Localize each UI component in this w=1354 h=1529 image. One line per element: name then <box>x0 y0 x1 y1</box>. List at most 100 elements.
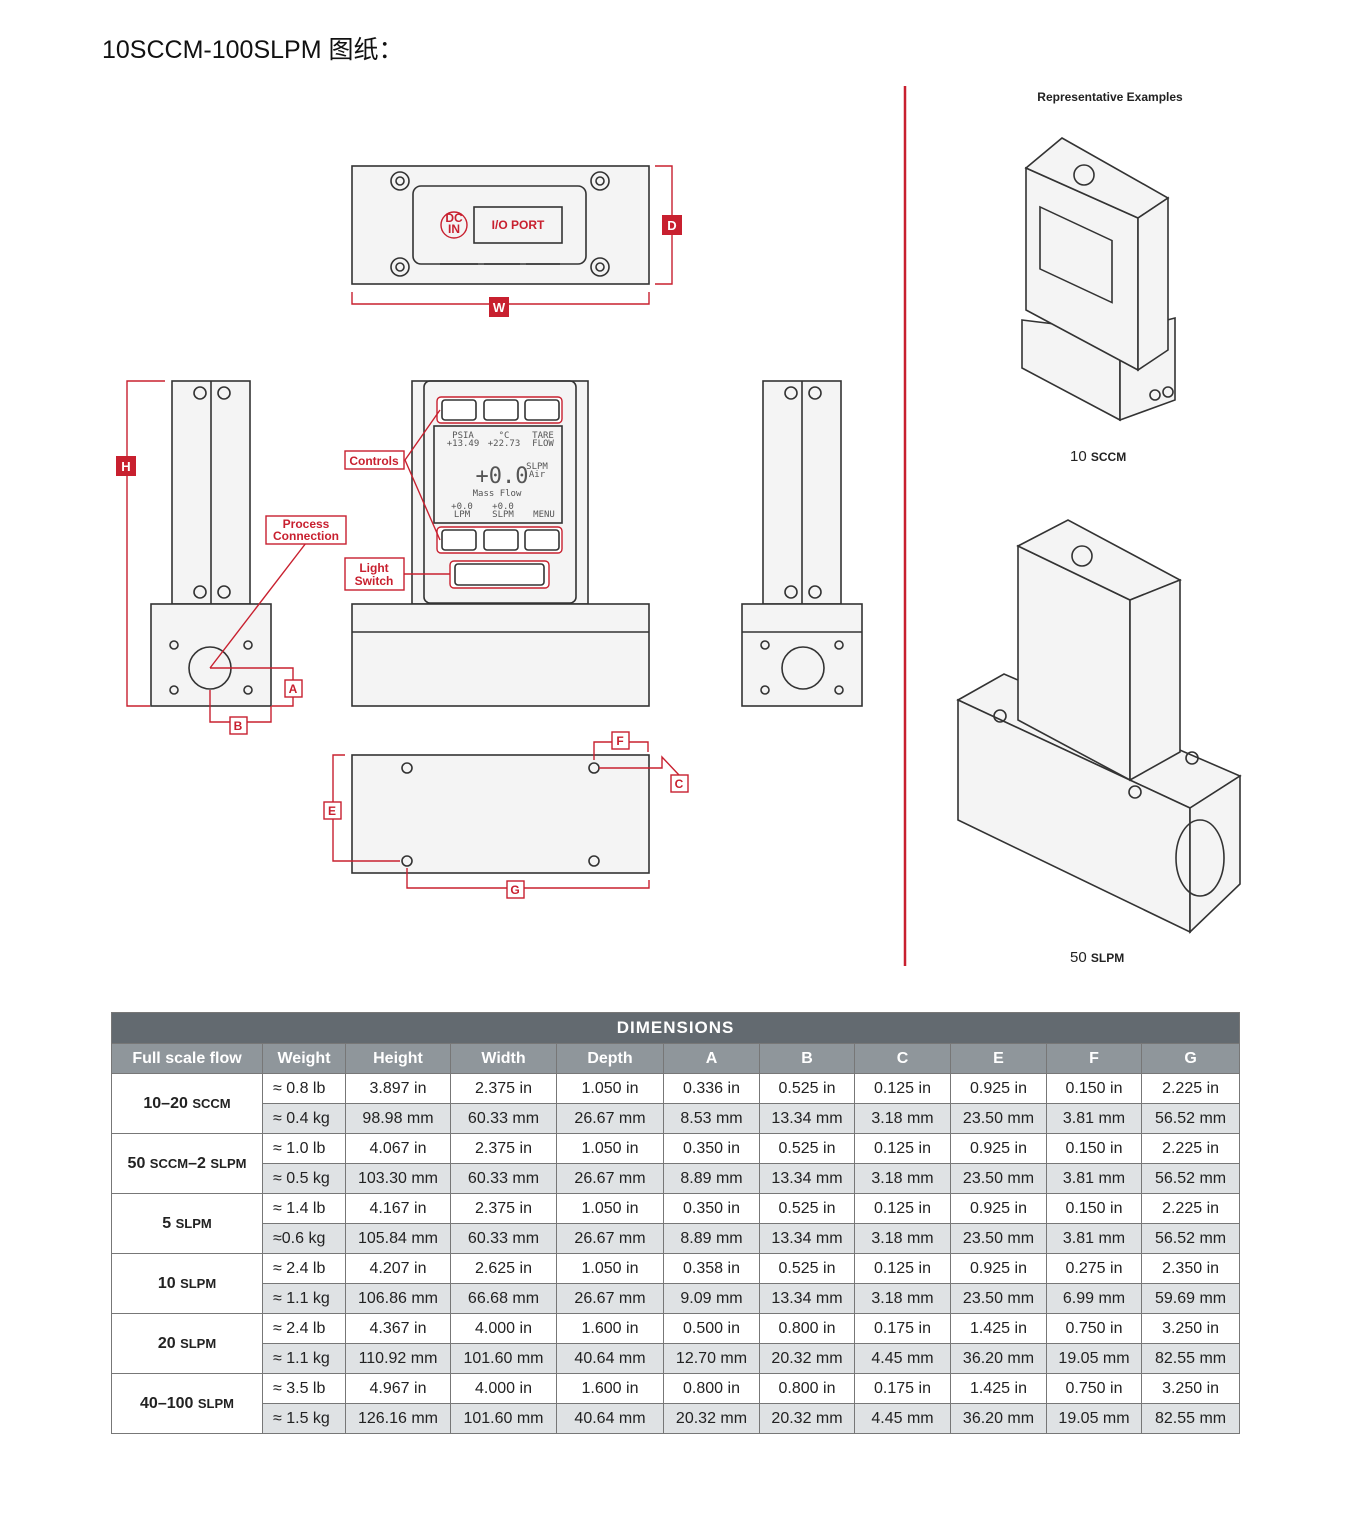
table-cell: 0.525 in <box>759 1073 855 1104</box>
flow-cell: 5 SLPM <box>111 1193 263 1254</box>
svg-text:+0.0: +0.0 <box>476 464 529 489</box>
flow-text: SLPM <box>180 1275 217 1291</box>
svg-text:C: C <box>675 777 684 791</box>
side-view-right <box>741 380 863 707</box>
front-view: PSIA +13.49 °C +22.73 TARE FLOW +0.0 SLP… <box>344 380 650 707</box>
top-view: DC IN I/O PORT D W <box>351 165 682 317</box>
table-cell: 3.81 mm <box>1046 1223 1142 1254</box>
table-cell: 0.925 in <box>950 1253 1047 1284</box>
flow-cell: 50 SCCM–2 SLPM <box>111 1133 263 1194</box>
table-cell: 0.800 in <box>759 1313 855 1344</box>
svg-text:F: F <box>616 734 623 748</box>
io-port-label: I/O PORT <box>492 218 545 232</box>
column-header: G <box>1140 1043 1241 1074</box>
table-cell: 6.99 mm <box>1046 1283 1142 1314</box>
table-cell: ≈ 3.5 lb <box>262 1373 346 1404</box>
table-cell: 3.18 mm <box>854 1163 951 1194</box>
table-cell: 0.150 in <box>1046 1073 1142 1104</box>
flow-text: 40–100 <box>140 1394 194 1412</box>
svg-text:°C: °C <box>499 431 510 441</box>
table-cell: 106.86 mm <box>345 1283 451 1314</box>
table-cell: ≈ 2.4 lb <box>262 1253 346 1284</box>
table-cell: 105.84 mm <box>345 1223 451 1254</box>
table-cell: 4.000 in <box>450 1313 557 1344</box>
table-cell: 4.967 in <box>345 1373 451 1404</box>
table-title: DIMENSIONS <box>110 1012 1241 1044</box>
side-view-left: H A B Process Connection <box>116 380 347 735</box>
table-cell: 66.68 mm <box>450 1283 557 1314</box>
svg-text:H: H <box>121 459 130 474</box>
table-cell: 20.32 mm <box>759 1343 855 1374</box>
table-cell: 0.925 in <box>950 1133 1047 1164</box>
in-label: IN <box>448 222 460 236</box>
table-cell: 3.81 mm <box>1046 1163 1142 1194</box>
svg-text:MENU: MENU <box>533 510 555 520</box>
table-cell: 60.33 mm <box>450 1103 557 1134</box>
table-cell: 0.350 in <box>663 1193 760 1224</box>
svg-text:LPM: LPM <box>454 510 471 520</box>
table-cell: 8.89 mm <box>663 1163 760 1194</box>
table-cell: 9.09 mm <box>663 1283 760 1314</box>
column-header: F <box>1046 1043 1142 1074</box>
svg-text:TARE: TARE <box>532 431 554 441</box>
column-header: C <box>854 1043 951 1074</box>
svg-text:Air: Air <box>529 470 546 480</box>
table-cell: 1.600 in <box>556 1373 664 1404</box>
table-cell: 0.150 in <box>1046 1133 1142 1164</box>
table-cell: 26.67 mm <box>556 1223 664 1254</box>
table-cell: 101.60 mm <box>450 1343 557 1374</box>
table-cell: 2.625 in <box>450 1253 557 1284</box>
svg-text:W: W <box>493 300 506 315</box>
dim-tag-d <box>662 215 682 235</box>
table-cell: 0.125 in <box>854 1253 951 1284</box>
column-header: Depth <box>556 1043 664 1074</box>
dc-in-icon <box>440 211 468 239</box>
table-cell: 2.225 in <box>1140 1133 1241 1164</box>
table-cell: 82.55 mm <box>1140 1343 1241 1374</box>
table-cell: 0.125 in <box>854 1133 951 1164</box>
table-cell: 1.050 in <box>556 1073 664 1104</box>
page-heading: 10SCCM-100SLPM 图纸： <box>102 36 404 64</box>
table-cell: 4.000 in <box>450 1373 557 1404</box>
table-cell: 1.050 in <box>556 1133 664 1164</box>
table-cell: 0.750 in <box>1046 1373 1142 1404</box>
table-cell: 2.225 in <box>1140 1073 1241 1104</box>
example-50slpm-image <box>956 519 1242 934</box>
svg-text:G: G <box>510 883 519 897</box>
table-cell: 4.167 in <box>345 1193 451 1224</box>
svg-text:+0.0: +0.0 <box>451 502 473 512</box>
table-cell: 3.18 mm <box>854 1103 951 1134</box>
table-cell: 2.375 in <box>450 1193 557 1224</box>
column-header: Width <box>450 1043 557 1074</box>
table-cell: 0.750 in <box>1046 1313 1142 1344</box>
table-cell: 0.175 in <box>854 1313 951 1344</box>
flow-text: SCCM <box>192 1095 231 1111</box>
column-header: Height <box>345 1043 451 1074</box>
examples-title: Representative Examples <box>1037 90 1183 104</box>
table-cell: 0.800 in <box>759 1373 855 1404</box>
flow-text: 20 <box>157 1334 176 1352</box>
table-cell: ≈ 1.4 lb <box>262 1193 346 1224</box>
table-cell: ≈ 1.1 kg <box>262 1343 346 1374</box>
table-cell: 3.81 mm <box>1046 1103 1142 1134</box>
table-cell: 0.525 in <box>759 1133 855 1164</box>
table-cell: ≈ 2.4 lb <box>262 1313 346 1344</box>
table-cell: 59.69 mm <box>1140 1283 1241 1314</box>
table-cell: 4.367 in <box>345 1313 451 1344</box>
table-cell: 1.600 in <box>556 1313 664 1344</box>
svg-text:Switch: Switch <box>355 574 394 588</box>
table-cell: 0.175 in <box>854 1373 951 1404</box>
column-header: A <box>663 1043 760 1074</box>
table-cell: 1.050 in <box>556 1193 664 1224</box>
example-10sccm-label: 10 SCCM <box>1070 448 1126 465</box>
table-cell: 60.33 mm <box>450 1223 557 1254</box>
table-cell: ≈ 1.0 lb <box>262 1133 346 1164</box>
table-cell: 40.64 mm <box>556 1403 664 1434</box>
